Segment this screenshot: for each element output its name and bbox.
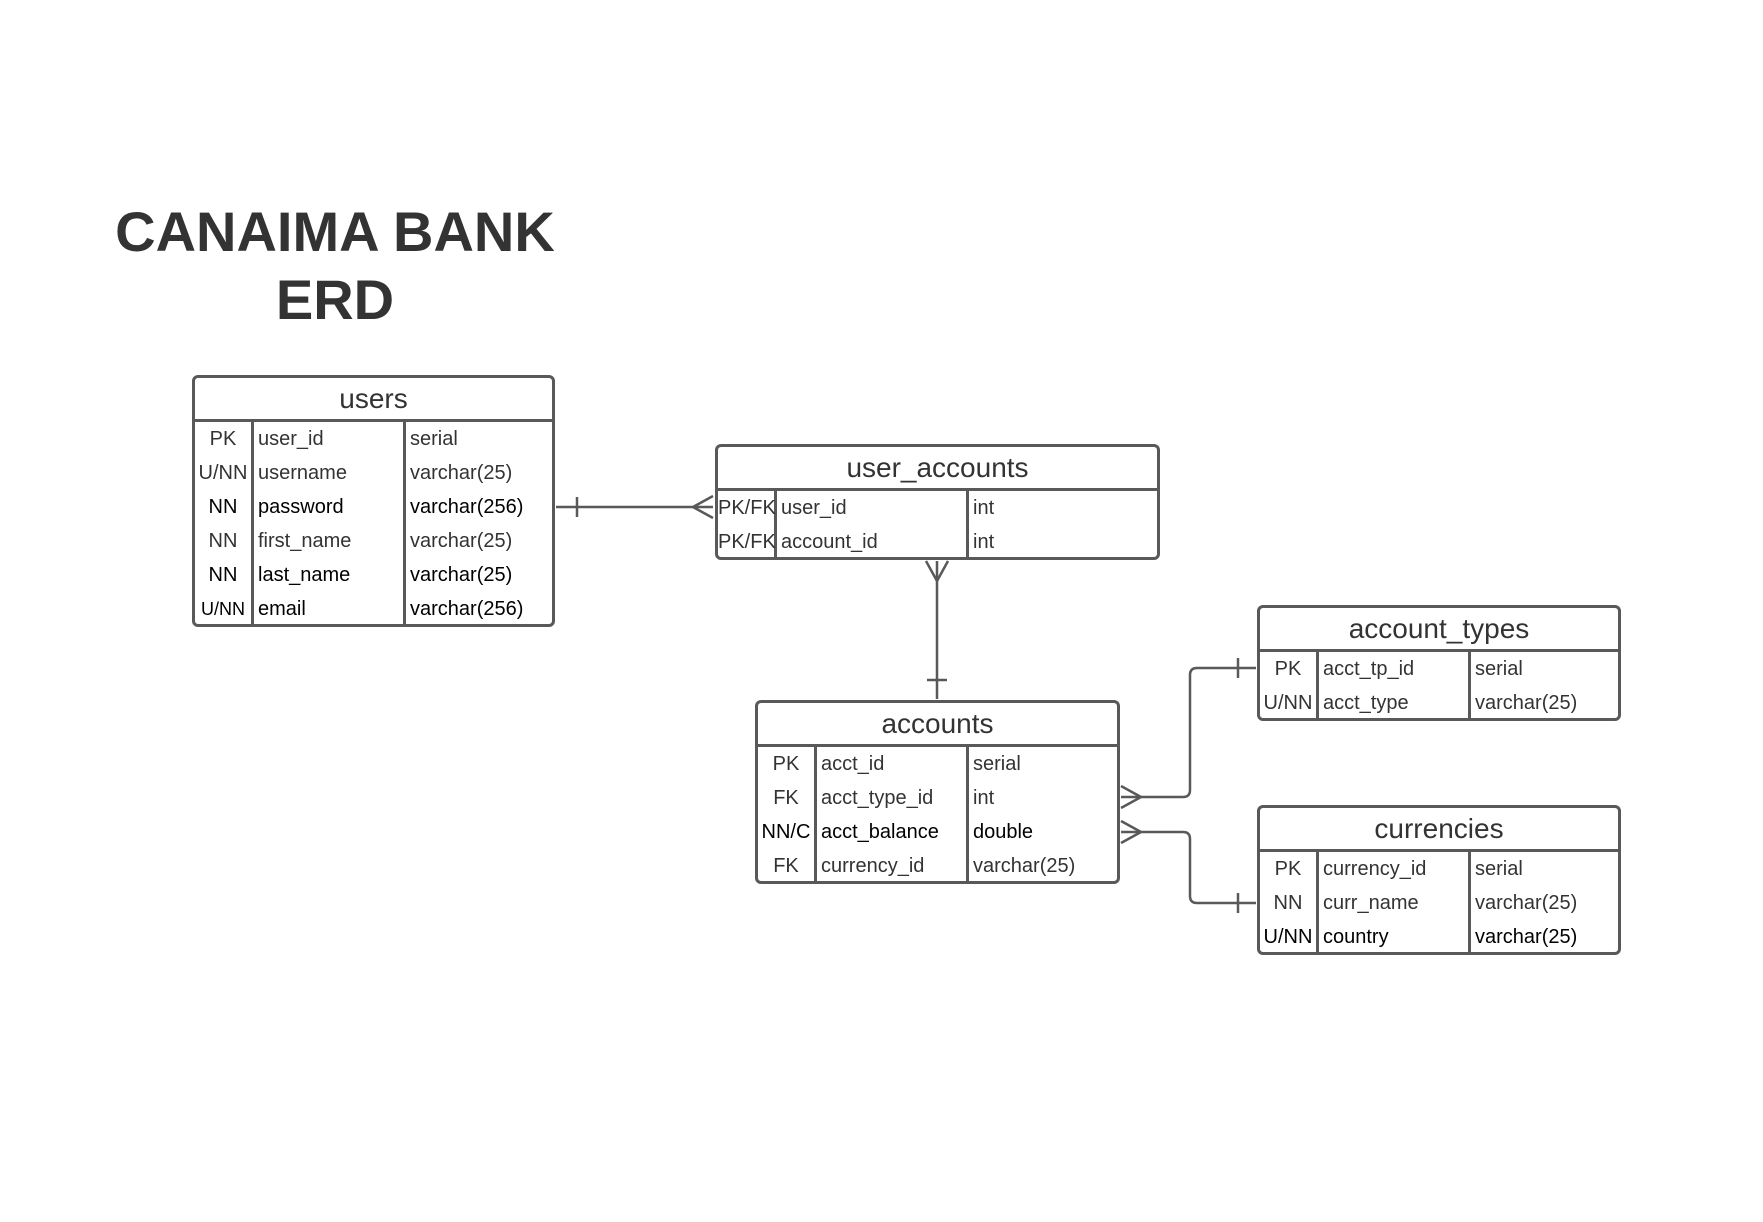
table-row: FK acct_type_id int bbox=[758, 781, 1117, 815]
table-row: PK user_id serial bbox=[195, 422, 552, 456]
table-row: NN curr_name varchar(25) bbox=[1260, 886, 1618, 920]
key-cell: U/NN bbox=[195, 592, 254, 626]
field-cell: password bbox=[254, 490, 406, 524]
table-row: U/NN acct_type varchar(25) bbox=[1260, 686, 1618, 720]
type-cell: varchar(25) bbox=[1475, 926, 1578, 948]
entity-currencies[interactable]: currencies PK currency_id serial NN curr… bbox=[1257, 805, 1621, 955]
diagram-title: CANAIMA BANK ERD bbox=[100, 198, 570, 334]
type-cell: int bbox=[973, 531, 995, 553]
field-cell: curr_name bbox=[1319, 886, 1471, 920]
type-cell: serial bbox=[1475, 858, 1523, 880]
type-cell: serial bbox=[410, 428, 458, 450]
connector-line bbox=[1121, 830, 1256, 905]
table-row: U/NN email varchar(256) bbox=[195, 592, 552, 626]
type-cell: int bbox=[973, 787, 995, 809]
field-cell: account_id bbox=[777, 525, 969, 559]
entity-users[interactable]: users PK user_id serial U/NN username va… bbox=[192, 375, 555, 627]
table-row: NN first_name varchar(25) bbox=[195, 524, 552, 558]
field-cell: acct_type bbox=[1319, 686, 1471, 720]
relationship-account-types-accounts[interactable] bbox=[1120, 658, 1256, 810]
crow-foot bbox=[1120, 784, 1143, 810]
field-cell: country bbox=[1319, 920, 1471, 954]
entity-account-types[interactable]: account_types PK acct_tp_id serial U/NN … bbox=[1257, 605, 1621, 721]
key-cell: PK/FK bbox=[718, 491, 777, 525]
table-row: NN/C acct_balance double bbox=[758, 815, 1117, 849]
field-cell: acct_tp_id bbox=[1319, 652, 1471, 686]
key-cell: FK bbox=[758, 849, 817, 883]
type-cell: varchar(256) bbox=[410, 598, 524, 620]
type-cell: serial bbox=[1475, 658, 1523, 680]
field-cell: last_name bbox=[254, 558, 406, 592]
field-cell: currency_id bbox=[1319, 852, 1471, 886]
field-cell: acct_balance bbox=[817, 815, 969, 849]
crow-foot bbox=[1120, 819, 1143, 845]
table-row: PK acct_id serial bbox=[758, 747, 1117, 781]
table-row: FK currency_id varchar(25) bbox=[758, 849, 1117, 883]
key-cell: PK/FK bbox=[718, 525, 777, 559]
type-cell: varchar(25) bbox=[973, 855, 1076, 877]
field-cell: email bbox=[254, 592, 406, 626]
key-cell: NN bbox=[1260, 886, 1319, 920]
entity-user-accounts[interactable]: user_accounts PK/FK user_id int PK/FK ac… bbox=[715, 444, 1160, 560]
relationship-users-user-accounts[interactable] bbox=[556, 494, 714, 520]
crow-foot bbox=[691, 494, 714, 520]
key-cell: PK bbox=[1260, 652, 1319, 686]
table-row: NN password varchar(256) bbox=[195, 490, 552, 524]
key-cell: NN bbox=[195, 524, 254, 558]
key-cell: FK bbox=[758, 781, 817, 815]
connector-line bbox=[1121, 666, 1256, 799]
crow-foot bbox=[924, 560, 950, 583]
type-cell: varchar(25) bbox=[1475, 892, 1578, 914]
table-row: U/NN country varchar(25) bbox=[1260, 920, 1618, 954]
relationship-accounts-user-accounts[interactable] bbox=[924, 560, 950, 699]
field-cell: acct_id bbox=[817, 747, 969, 781]
type-cell: double bbox=[973, 821, 1034, 843]
field-cell: acct_type_id bbox=[817, 781, 969, 815]
table-row: PK currency_id serial bbox=[1260, 852, 1618, 886]
key-cell: NN/C bbox=[758, 815, 817, 849]
title-line-2: ERD bbox=[275, 268, 395, 331]
entity-accounts[interactable]: accounts PK acct_id serial FK acct_type_… bbox=[755, 700, 1120, 884]
entity-account-types-header: account_types bbox=[1260, 608, 1618, 652]
type-cell: varchar(25) bbox=[410, 462, 513, 484]
entity-currencies-header: currencies bbox=[1260, 808, 1618, 852]
key-cell: NN bbox=[195, 558, 254, 592]
field-cell: user_id bbox=[777, 491, 969, 525]
key-cell: U/NN bbox=[195, 456, 254, 490]
table-row: PK acct_tp_id serial bbox=[1260, 652, 1618, 686]
entity-user-accounts-header: user_accounts bbox=[718, 447, 1157, 491]
table-row: U/NN username varchar(25) bbox=[195, 456, 552, 490]
type-cell: varchar(25) bbox=[1475, 692, 1578, 714]
key-cell: PK bbox=[195, 422, 254, 456]
key-cell: NN bbox=[195, 490, 254, 524]
entity-accounts-header: accounts bbox=[758, 703, 1117, 747]
table-row: PK/FK user_id int bbox=[718, 491, 1157, 525]
table-row: PK/FK account_id int bbox=[718, 525, 1157, 559]
table-row: NN last_name varchar(25) bbox=[195, 558, 552, 592]
key-cell: U/NN bbox=[1260, 920, 1319, 954]
key-cell: U/NN bbox=[1260, 686, 1319, 720]
key-cell: PK bbox=[1260, 852, 1319, 886]
type-cell: varchar(25) bbox=[410, 564, 513, 586]
key-cell: PK bbox=[758, 747, 817, 781]
type-cell: varchar(25) bbox=[410, 530, 513, 552]
type-cell: serial bbox=[973, 753, 1021, 775]
type-cell: int bbox=[973, 497, 995, 519]
field-cell: currency_id bbox=[817, 849, 969, 883]
entity-users-header: users bbox=[195, 378, 552, 422]
relationship-currencies-accounts[interactable] bbox=[1120, 819, 1256, 913]
field-cell: user_id bbox=[254, 422, 406, 456]
title-line-1: CANAIMA BANK bbox=[115, 200, 555, 263]
field-cell: username bbox=[254, 456, 406, 490]
field-cell: first_name bbox=[254, 524, 406, 558]
type-cell: varchar(256) bbox=[410, 496, 524, 518]
